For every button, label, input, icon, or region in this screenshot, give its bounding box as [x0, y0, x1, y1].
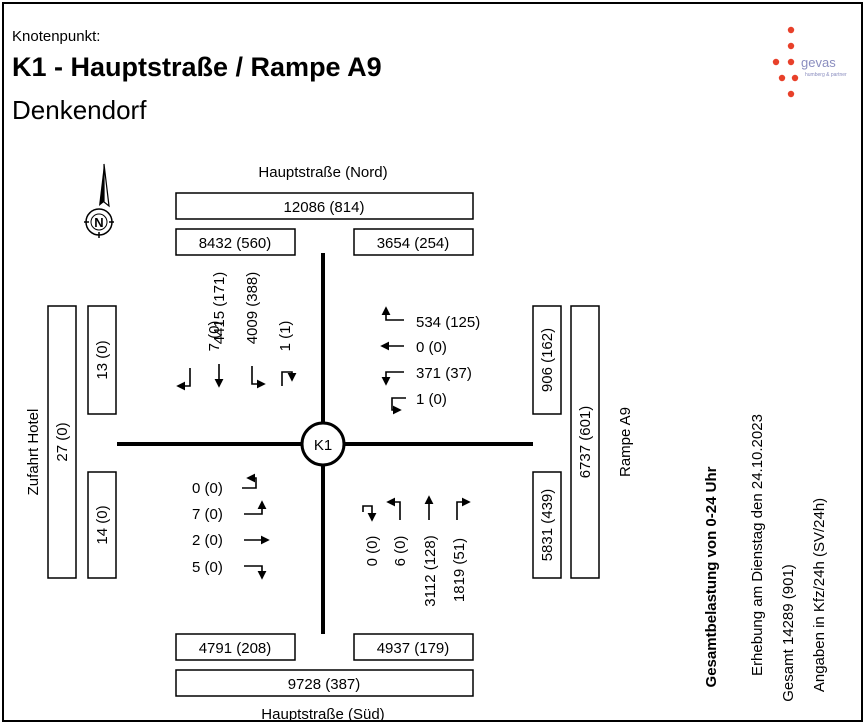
arrow-east-left-icon: [381, 371, 404, 386]
value-east-cross: 6737 (601): [577, 406, 594, 479]
movement-north-uturn: 1 (1): [277, 321, 294, 352]
arrow-north-uturn-icon: [281, 371, 297, 386]
value-west-cross: 27 (0): [54, 422, 71, 461]
box-south-out: [175, 633, 296, 661]
info-heading: Gesamtbelastung von 0-24 Uhr: [703, 466, 720, 687]
gevas-logo: gevas humberg & partner: [772, 26, 847, 98]
movement-south-uturn: 0 (0): [364, 536, 381, 567]
movement-west-left: 7 (0): [192, 506, 223, 523]
logo-dot: [787, 26, 795, 34]
arrow-west-right-icon: [244, 565, 267, 580]
value-east-out: 5831 (439): [539, 489, 556, 562]
logo-dot: [787, 90, 795, 98]
value-south-in: 4937 (179): [377, 640, 450, 657]
movement-west-right: 5 (0): [192, 559, 223, 576]
logo-dot: [791, 74, 799, 82]
movement-south-left: 6 (0): [392, 536, 409, 567]
arrow-north-left-icon: [251, 366, 266, 389]
info-survey-date: Erhebung am Dienstag den 24.10.2023: [749, 414, 766, 676]
value-east-in: 906 (162): [539, 328, 556, 392]
movement-east-straight: 0 (0): [416, 339, 447, 356]
box-north-cross: [175, 192, 474, 220]
arrow-east-uturn-icon: [391, 397, 406, 415]
logo-subtext: humberg & partner: [805, 72, 847, 78]
movement-west-straight: 2 (0): [192, 532, 223, 549]
box-west-cross: [47, 305, 77, 579]
north-letter: N: [94, 215, 103, 230]
movement-south-right: 1819 (51): [451, 538, 468, 602]
arrow-south-uturn-icon: [362, 505, 377, 522]
arrow-east-right-icon: [381, 306, 404, 321]
box-west-out: [87, 471, 117, 579]
value-west-in: 13 (0): [94, 340, 111, 379]
movement-east-left: 371 (37): [416, 365, 472, 382]
north-arrow-icon: N: [84, 163, 114, 238]
movement-north-left: 4009 (388): [244, 272, 261, 345]
movement-north-right: 7 (0): [206, 321, 223, 352]
logo-dot: [778, 74, 786, 82]
page-title: K1 - Hauptstraße / Rampe A9: [12, 52, 382, 82]
value-west-out: 14 (0): [94, 505, 111, 544]
info-units: Angaben in Kfz/24h (SV/24h): [811, 498, 828, 692]
box-west-in: [87, 305, 117, 415]
movement-south-straight: 3112 (128): [422, 535, 439, 606]
value-north-out: 3654 (254): [377, 235, 450, 252]
road-name-east: Rampe A9: [617, 407, 634, 477]
logo-text: gevas: [801, 55, 836, 70]
movement-west-uturn: 0 (0): [192, 480, 223, 497]
value-south-out: 4791 (208): [199, 640, 272, 657]
value-north-cross: 12086 (814): [284, 199, 365, 216]
node-circle-label: K1: [314, 437, 332, 454]
arrow-south-right-icon: [456, 497, 471, 520]
node-label: Knotenpunkt:: [12, 28, 101, 45]
info-total: Gesamt 14289 (901): [780, 564, 797, 702]
value-north-in: 8432 (560): [199, 235, 272, 252]
arrow-west-left-icon: [244, 500, 267, 515]
box-south-cross: [175, 669, 474, 697]
box-south-in: [353, 633, 474, 661]
box-east-out: [532, 471, 562, 579]
arrow-south-left-icon: [386, 497, 401, 520]
box-east-in: [532, 305, 562, 415]
logo-dot: [787, 42, 795, 50]
city-name: Denkendorf: [12, 95, 147, 125]
road-name-north: Hauptstraße (Nord): [258, 164, 387, 181]
box-north-in: [175, 228, 296, 256]
logo-dot: [787, 58, 795, 66]
road-name-west: Zufahrt Hotel: [25, 409, 42, 496]
movement-east-uturn: 1 (0): [416, 391, 447, 408]
box-north-out: [353, 228, 474, 256]
arrow-north-right-icon: [176, 368, 191, 391]
road-name-south: Hauptstraße (Süd): [261, 706, 384, 723]
box-east-cross: [570, 305, 600, 579]
movement-east-right: 534 (125): [416, 314, 480, 331]
arrow-west-uturn-icon: [242, 473, 257, 489]
value-south-cross: 9728 (387): [288, 676, 361, 693]
node-circle: [300, 421, 346, 467]
movement-north-straight: 4415 (171): [211, 272, 228, 345]
logo-dot: [772, 58, 780, 66]
